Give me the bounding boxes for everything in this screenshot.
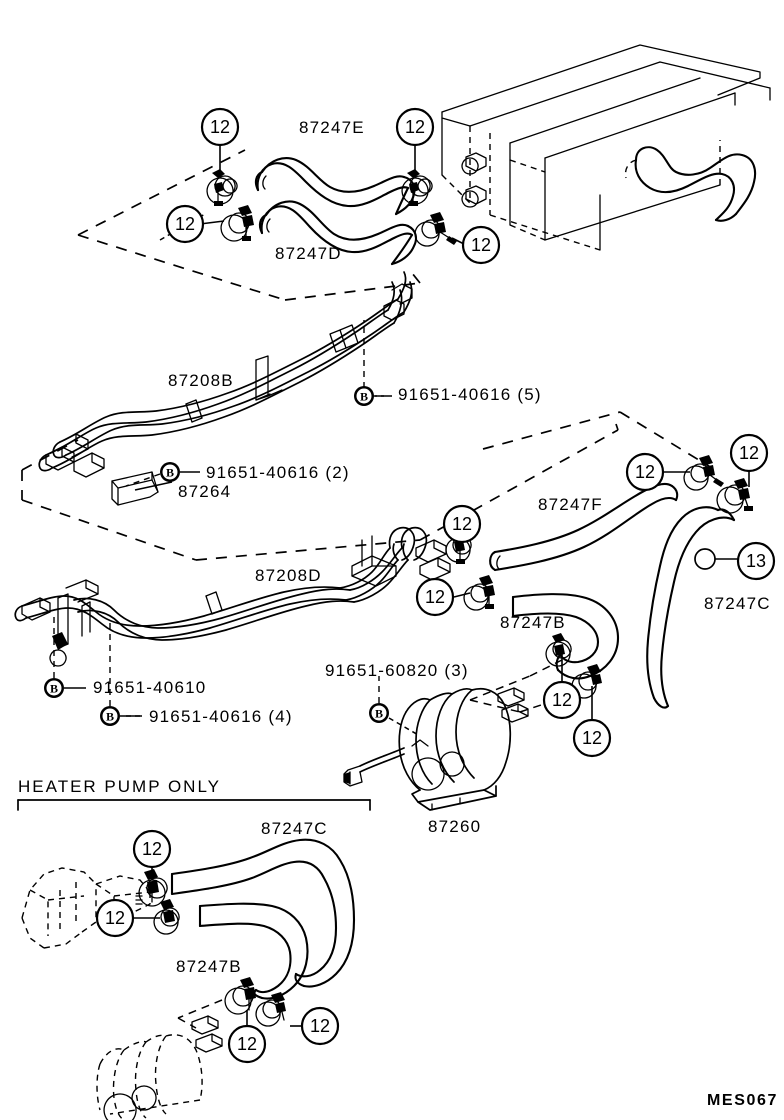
part-label-87247d: 87247D bbox=[275, 244, 342, 263]
part-label-91651-40616-4: 91651-40616 (4) bbox=[149, 707, 293, 726]
sheet-code: MES067 bbox=[707, 1092, 778, 1109]
part-label-91651-60820-3: 91651-60820 (3) bbox=[325, 661, 469, 680]
part-label-87208b: 87208B bbox=[168, 371, 234, 390]
clamp-group-lower bbox=[130, 864, 302, 1029]
part-label-87264: 87264 bbox=[178, 482, 232, 501]
heater-core-unit bbox=[441, 44, 771, 251]
part-label-87260: 87260 bbox=[428, 817, 482, 836]
part-label-91651-40610: 91651-40610 bbox=[93, 678, 207, 697]
part-label-87247f: 87247F bbox=[538, 495, 603, 514]
clamp-group-top-right bbox=[401, 142, 467, 247]
part-label-87247b-lower: 87247B bbox=[176, 957, 242, 976]
group-bracket-heater-pump-only bbox=[17, 799, 371, 811]
part-label-87247e: 87247E bbox=[299, 118, 365, 137]
part-label-87247b-middle: 87247B bbox=[500, 613, 566, 632]
phantom-boundary-top bbox=[77, 149, 421, 301]
group-title-heater-pump-only: HEATER PUMP ONLY bbox=[18, 777, 221, 796]
part-label-87247c-lower: 87247C bbox=[261, 819, 328, 838]
clip-87264 bbox=[111, 471, 159, 506]
water-pump-phantom-lower bbox=[96, 1015, 223, 1120]
hose-87247c-middle bbox=[646, 506, 736, 709]
part-label-91651-40616-2: 91651-40616 (2) bbox=[206, 463, 350, 482]
pipe-end-connectors-left bbox=[45, 433, 105, 478]
clamp-group-top-left bbox=[159, 142, 254, 242]
part-label-87208d: 87208D bbox=[255, 566, 322, 585]
hose-87247b-lower bbox=[198, 902, 309, 1000]
plug-grommet-13 bbox=[694, 548, 716, 570]
bolt-leaders bbox=[53, 320, 421, 737]
pipe-87208b bbox=[38, 271, 413, 478]
part-label-91651-40616-5: 91651-40616 (5) bbox=[398, 385, 542, 404]
hose-87247d bbox=[258, 200, 418, 266]
part-label-87247c-middle: 87247C bbox=[704, 594, 771, 613]
hose-87247b-middle bbox=[511, 593, 620, 680]
engine-block-phantom-lower bbox=[21, 867, 151, 949]
phantom-boundary-middle bbox=[21, 411, 713, 561]
water-pump-87260 bbox=[343, 687, 529, 811]
pipe-87208d bbox=[14, 526, 451, 667]
